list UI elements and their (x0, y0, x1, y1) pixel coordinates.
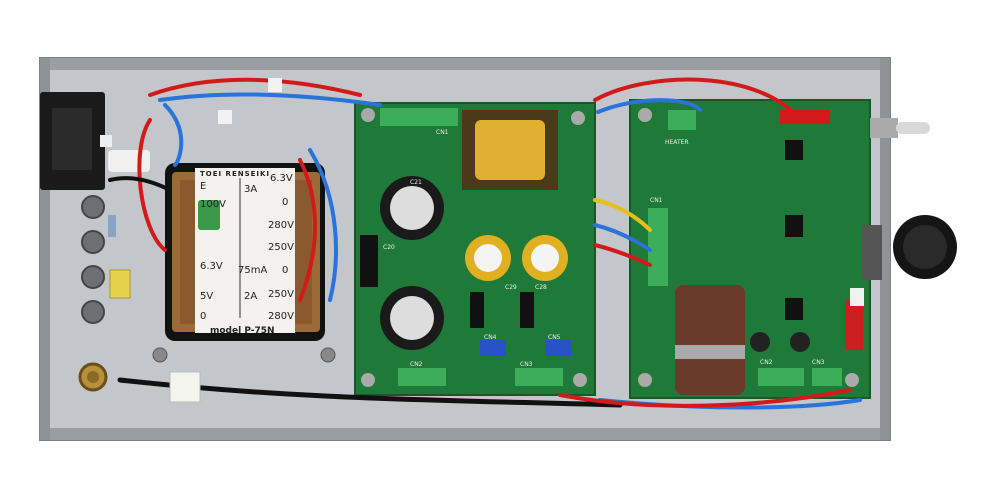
front-panel-controls (862, 118, 957, 280)
transformer-left-tap-1: 100V (200, 199, 226, 210)
psu-label-c28: C28 (535, 284, 547, 291)
amp-label-heater: HEATER (665, 139, 689, 146)
transformer-right-tap-5: 250V (268, 289, 294, 300)
transformer-left-tap-3: 5V (200, 291, 214, 302)
transformer-model: model P-75N (210, 326, 275, 336)
cable-ties (169, 78, 864, 403)
transformer-left-tap-4: 0 (200, 311, 207, 322)
left-connectors (78, 195, 131, 392)
power-transformer (165, 163, 325, 341)
transformer-right-tap-3: 250V (268, 242, 294, 253)
psu-board (354, 102, 596, 396)
amp-label-cn1: CN1 (650, 197, 663, 204)
transformer-mid-tap-2: 2A (244, 291, 258, 302)
amplifier-board (629, 99, 871, 399)
psu-label-c21: C21 (410, 179, 422, 186)
transformer-right-tap-2: 280V (268, 220, 294, 231)
transformer-right-tap-6: 280V (268, 311, 294, 322)
transformer-right-tap-4: 0 (282, 265, 289, 276)
wiring (108, 77, 862, 410)
psu-label-cn2: CN2 (410, 361, 423, 368)
psu-label-cn3: CN3 (520, 361, 533, 368)
transformer-left-tap-2: 6.3V (200, 261, 223, 272)
amp-label-cn2: CN2 (760, 359, 773, 366)
psu-label-cn4: CN4 (484, 334, 497, 341)
psu-label-cn5: CN5 (548, 334, 561, 341)
transformer-mid-tap-0: 3A (244, 184, 258, 195)
transformer-mid-tap-1: 75mA (238, 265, 268, 276)
psu-label-c20: C20 (383, 244, 395, 251)
transformer-right-tap-0: 6.3V (270, 173, 293, 184)
transformer-left-tap-0: E (200, 181, 207, 192)
transformer-brand: TOEI RENSEIKI (200, 170, 271, 178)
transformer-right-tap-1: 0 (282, 197, 289, 208)
psu-label-c29: C29 (505, 284, 517, 291)
psu-label-cn1: CN1 (436, 129, 449, 136)
amp-label-cn3: CN3 (812, 359, 825, 366)
